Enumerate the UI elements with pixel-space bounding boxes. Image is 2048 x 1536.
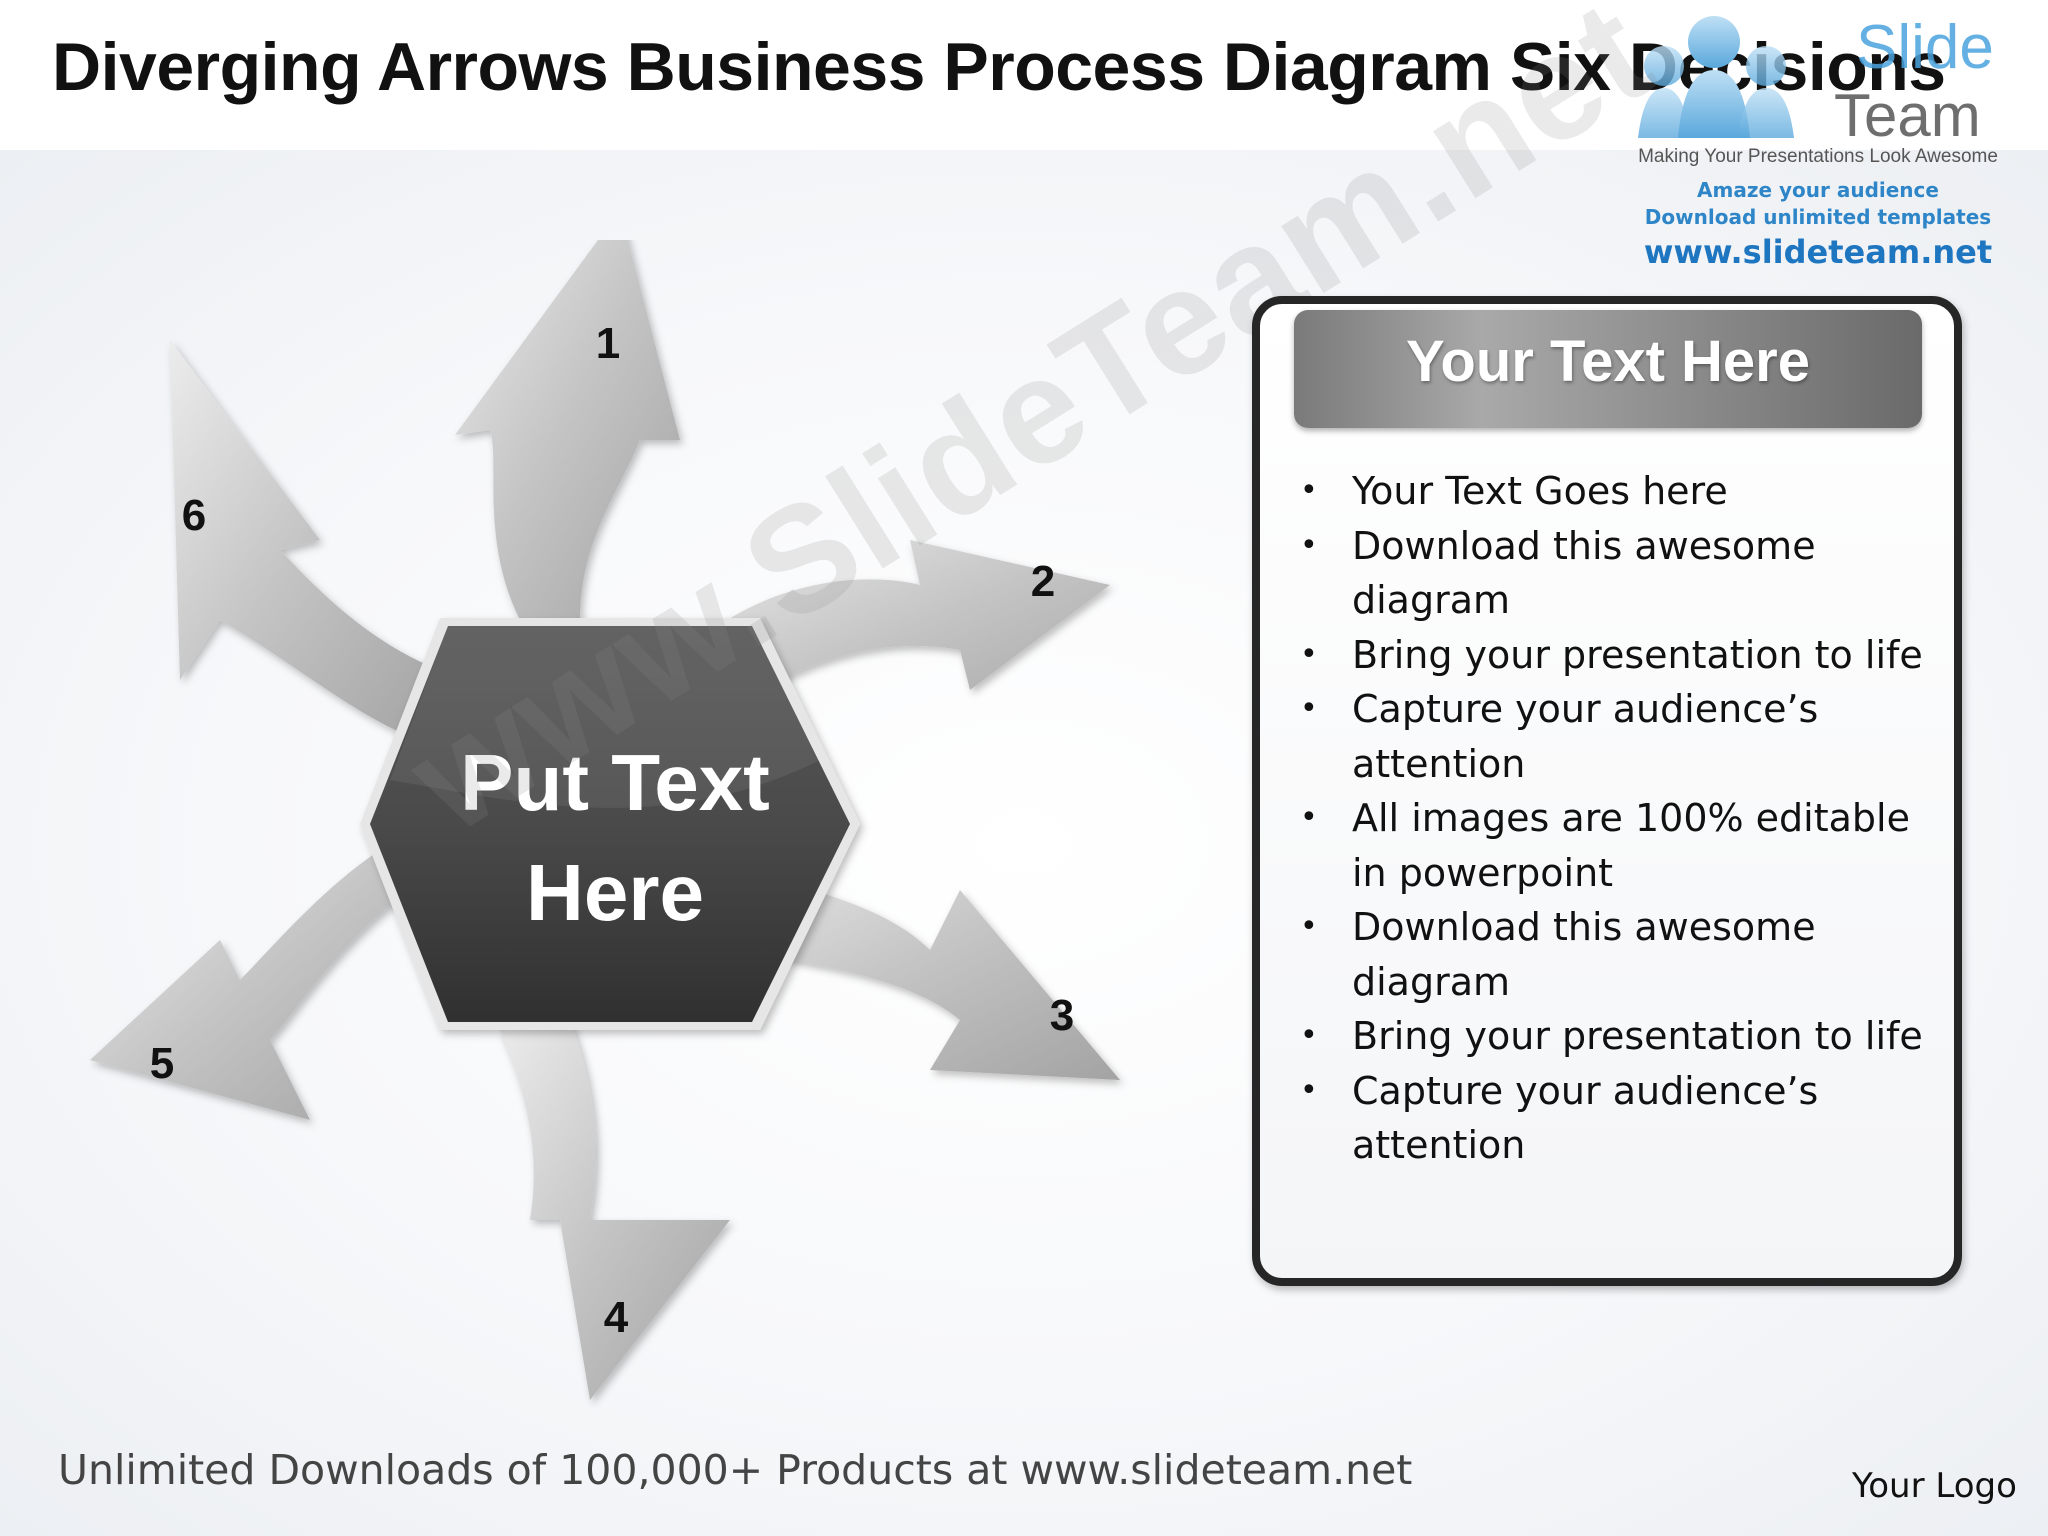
arrow-label-2: 2 — [1031, 557, 1055, 606]
bullet-text: Capture your audience’s attention — [1352, 1068, 1819, 1168]
arrow-4 — [500, 1020, 730, 1400]
brand-name-team: Team — [1834, 82, 1981, 148]
arrow-label-5: 5 — [150, 1039, 174, 1088]
center-text-line2: Here — [526, 848, 704, 937]
bullet-icon: • — [1300, 527, 1318, 563]
bullet-icon: • — [1300, 909, 1318, 944]
bullet-icon: • — [1300, 691, 1318, 726]
arrow-label-1: 1 — [596, 319, 620, 368]
bullet-text: Bring your presentation to life — [1352, 632, 1923, 677]
bullet-icon: • — [1300, 1018, 1318, 1053]
bullet-icon: • — [1300, 1072, 1318, 1108]
bullet-text: Capture your audience’s attention — [1352, 687, 1819, 786]
list-item: • Bring your presentation to life — [1292, 628, 1952, 683]
brand-line-download: Download unlimited templates — [1644, 205, 1992, 229]
bullet-text: Download this awesome diagram — [1352, 905, 1816, 1004]
center-text-line1: Put Text — [460, 738, 770, 827]
arrow-label-4: 4 — [604, 1293, 629, 1342]
logo-placeholder: Your Logo — [1852, 1466, 2017, 1506]
brand-tagline: Making Your Presentations Look Awesome — [1638, 146, 1998, 167]
arrow-label-6: 6 — [182, 491, 206, 540]
center-hexagon-fill — [370, 626, 850, 1022]
brand-block: Slide Team Making Your Presentations Loo… — [1608, 8, 2028, 271]
list-item: • Capture your audience’s attention — [1292, 682, 1952, 791]
list-item: • Capture your audience’s attention — [1292, 1064, 1952, 1173]
bullet-text: Bring your presentation to life — [1352, 1014, 1923, 1058]
list-item: • Your Text Goes here — [1292, 464, 1952, 519]
panel-title: Your Text Here — [1406, 329, 1810, 394]
list-item: • Download this awesome diagram — [1292, 519, 1952, 628]
bullet-icon: • — [1300, 800, 1318, 835]
brand-name-slide: Slide — [1856, 13, 1994, 82]
bullet-icon: • — [1300, 636, 1318, 672]
brand-url-link[interactable]: www.slideteam.net — [1643, 233, 1993, 271]
brand-line-amaze: Amaze your audience — [1697, 178, 1939, 202]
diverging-arrows-diagram: Put Text Here 1 2 3 4 5 6 — [90, 240, 1120, 1400]
arrow-1 — [455, 240, 680, 620]
page-title: Diverging Arrows Business Process Diagra… — [52, 29, 1946, 105]
arrow-6 — [170, 340, 440, 740]
list-item: • Download this awesome diagram — [1292, 900, 1952, 1009]
hexagon-sheen — [390, 626, 820, 808]
bullet-text: All images are 100% editable in powerpoi… — [1352, 796, 1910, 895]
panel-header: Your Text Here — [1294, 310, 1922, 428]
arrow-label-3: 3 — [1050, 991, 1074, 1040]
list-item: • Bring your presentation to life — [1292, 1009, 1952, 1064]
arrow-2 — [660, 540, 1110, 740]
bullet-text: Your Text Goes here — [1352, 469, 1728, 513]
bullet-list: • Your Text Goes here • Download this awes… — [1292, 464, 1952, 1173]
text-panel: Your Text Here • Your Text Goes here • Dow… — [1252, 296, 1962, 1286]
list-item: • All images are 100% editable in powerpo… — [1292, 791, 1952, 900]
arrow-5 — [90, 850, 410, 1120]
footer-text: Unlimited Downloads of 100,000+ Products… — [58, 1446, 1413, 1494]
bullet-icon: • — [1300, 473, 1318, 508]
slideteam-logo-icon: Slide Team — [1638, 13, 1994, 148]
bullet-text: Download this awesome diagram — [1352, 523, 1816, 623]
